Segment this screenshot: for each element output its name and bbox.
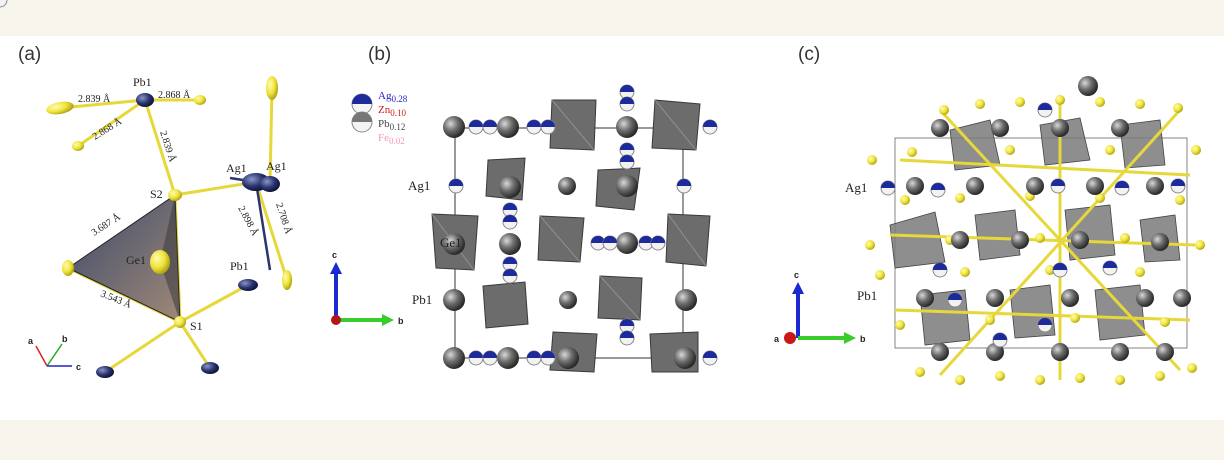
- lead-atom: [96, 366, 114, 378]
- svg-text:b: b: [62, 334, 68, 344]
- pb1-atom: [238, 279, 258, 291]
- occupancy-legend: Ag0.28 Zn0.10 Pb0.12 Fe0.02: [378, 90, 408, 146]
- distance-label: 2.868 Å: [158, 89, 191, 101]
- svg-text:a: a: [28, 336, 34, 346]
- sulfur-atom: [62, 260, 74, 276]
- sulfur-atom: [266, 76, 278, 100]
- svg-text:Fe0.02: Fe0.02: [378, 132, 405, 146]
- panel-b: (b) Ag0.28 Zn0.10 Pb0.12 Fe0.02: [0, 0, 718, 373]
- distance-label: 2.708 Å: [273, 201, 295, 236]
- ag-sites-b: [0, 0, 718, 366]
- panel-c-axes: c a b: [774, 270, 866, 344]
- lead-atom: [201, 362, 219, 374]
- atom-label: Pb1: [857, 288, 877, 303]
- atom-label: S1: [190, 319, 203, 333]
- pb1-atom: [136, 93, 154, 107]
- svg-text:c: c: [332, 250, 337, 260]
- svg-text:a: a: [774, 334, 780, 344]
- sulfur-atom: [282, 270, 292, 290]
- tetrahedra-b: [431, 99, 711, 373]
- atom-label: Pb1: [412, 292, 432, 307]
- occupancy-legend-sphere: [351, 93, 373, 133]
- atom-label: Pb1: [230, 259, 249, 273]
- atom-label: Ag1: [408, 178, 430, 193]
- ge1-atom: [150, 250, 170, 274]
- panel-a: (a): [18, 44, 295, 378]
- svg-text:Pb0.12: Pb0.12: [378, 118, 405, 132]
- bonds-c: [889, 95, 1196, 380]
- svg-text:Zn0.10: Zn0.10: [378, 104, 406, 118]
- atom-label: S2: [150, 187, 163, 201]
- atom-label: Pb1: [133, 75, 152, 89]
- svg-text:b: b: [398, 316, 404, 326]
- panel-b-label: (b): [368, 44, 391, 65]
- panel-a-axes: a b c: [28, 334, 81, 372]
- atom-label: Ag1: [266, 159, 287, 173]
- svg-text:c: c: [76, 362, 81, 372]
- svg-text:b: b: [860, 334, 866, 344]
- atom-label: Ag1: [226, 161, 247, 175]
- sulfur-atom: [46, 101, 74, 115]
- lead-atoms-c: [906, 76, 1191, 361]
- atom-label: Ag1: [845, 180, 867, 195]
- atom-label: Ge1: [126, 253, 146, 267]
- svg-text:Ag0.28: Ag0.28: [378, 90, 408, 104]
- panel-b-axes: c b: [330, 250, 404, 326]
- sulfur-atom: [72, 141, 84, 151]
- distance-label: 2.868 Å: [90, 115, 124, 143]
- sulfur-atom: [194, 95, 206, 105]
- panel-a-label: (a): [18, 44, 41, 65]
- lead-atoms-b: [443, 116, 697, 369]
- svg-text:c: c: [794, 270, 799, 280]
- distance-label: 2.839 Å: [78, 93, 111, 105]
- panel-c: (c): [774, 44, 1205, 385]
- sulfur-atoms-c: [865, 95, 1205, 385]
- s2-atom: [168, 189, 182, 201]
- atom-label: Ge1: [440, 235, 462, 250]
- panel-c-label: (c): [798, 44, 820, 65]
- s1-atom: [174, 316, 186, 328]
- distance-label: 2.898 Å: [235, 204, 261, 239]
